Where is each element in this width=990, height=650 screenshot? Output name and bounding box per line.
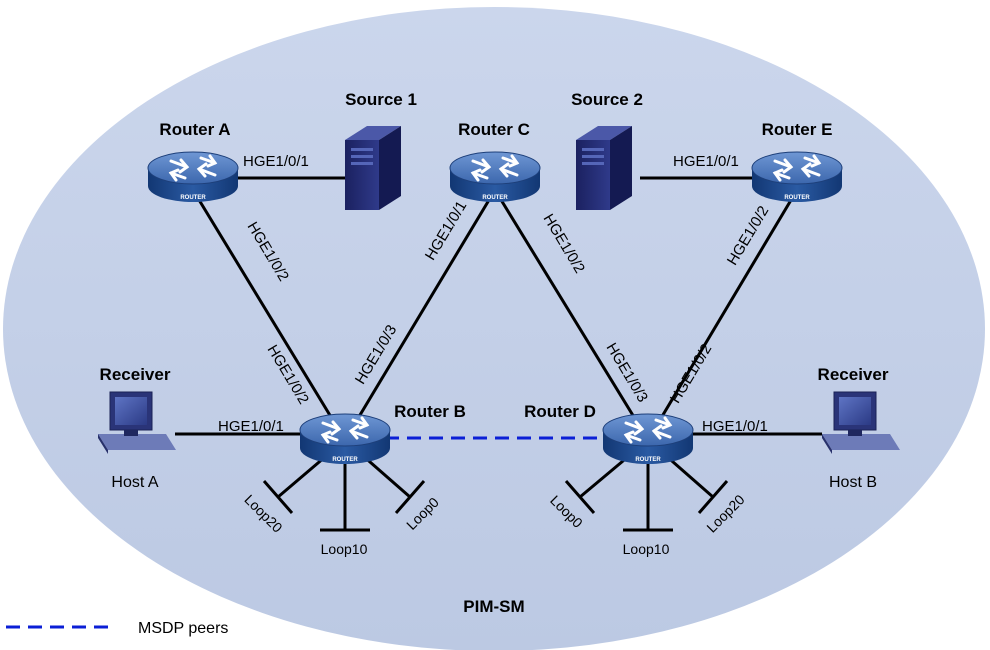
- router-d-icon: ROUTER: [601, 412, 695, 466]
- loop0-d-bar: [564, 480, 596, 514]
- router-c-tag: ROUTER: [482, 195, 508, 201]
- router-d-tag: ROUTER: [635, 457, 661, 463]
- port-a-hge-1-0-1: HGE1/0/1: [243, 153, 309, 170]
- link-e-d: [646, 189, 799, 441]
- router-c-icon: ROUTER: [448, 150, 542, 204]
- router-a-tag: ROUTER: [180, 195, 206, 201]
- pim-sm-domain: [3, 7, 985, 650]
- loop20-d-bar: [697, 480, 729, 514]
- host-b-label: Host B: [829, 474, 877, 491]
- router-d-loop10-label: Loop10: [623, 541, 670, 557]
- router-d-label: Router D: [524, 402, 596, 421]
- port-b-hge-1-0-1: HGE1/0/1: [218, 418, 284, 435]
- port-e-hge-1-0-1: HGE1/0/1: [673, 153, 739, 170]
- host-b-role-label: Receiver: [818, 365, 889, 384]
- router-e-icon: ROUTER: [750, 150, 844, 204]
- source-1-label: Source 1: [345, 90, 417, 109]
- link-c-b: [343, 189, 497, 441]
- loop20-b-bar: [262, 480, 294, 514]
- source-2-server-icon: [576, 126, 632, 210]
- router-b-icon: ROUTER: [298, 412, 392, 466]
- host-a-role-label: Receiver: [100, 365, 171, 384]
- router-c-label: Router C: [458, 120, 530, 139]
- router-e-label: Router E: [762, 120, 833, 139]
- source-1-server-icon: [345, 126, 401, 210]
- source-2-label: Source 2: [571, 90, 643, 109]
- router-b-loop10-label: Loop10: [321, 541, 368, 557]
- legend-msdp-label: MSDP peers: [138, 620, 228, 637]
- pim-sm-label: PIM-SM: [463, 597, 524, 616]
- router-a-label: Router A: [159, 120, 230, 139]
- link-c-d: [493, 189, 650, 441]
- router-b-tag: ROUTER: [332, 457, 358, 463]
- link-a-b: [191, 189, 347, 441]
- loop0-b-bar: [394, 480, 426, 514]
- port-d-hge-1-0-1: HGE1/0/1: [702, 418, 768, 435]
- router-a-icon: ROUTER: [146, 150, 240, 204]
- router-e-tag: ROUTER: [784, 195, 810, 201]
- host-a-label: Host A: [111, 474, 158, 491]
- router-b-label: Router B: [394, 402, 466, 421]
- links: [175, 176, 822, 441]
